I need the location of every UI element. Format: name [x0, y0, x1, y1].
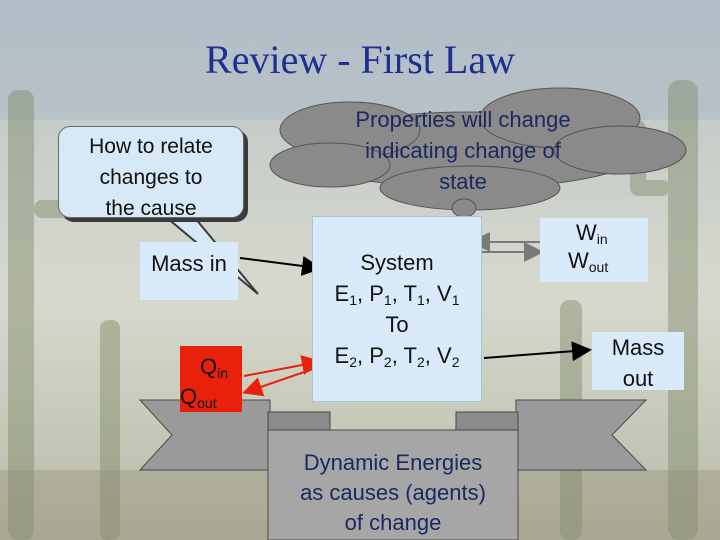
mass-out-line-1: Mass — [611, 335, 665, 360]
q-in-label: Qin — [200, 354, 229, 381]
cloud-text: Properties will change indicating change… — [318, 104, 608, 197]
system-state-2: E2, P2, T2, V2 — [334, 343, 460, 370]
system-box: System E1, P1, T1, V1 To E2, P2, T2, V2 — [312, 216, 482, 402]
banner-line-1: Dynamic Energies — [303, 450, 483, 475]
cloud-line-3: state — [439, 169, 487, 194]
w-out-label: Wout — [568, 248, 609, 275]
cause-callout: How to relate changes to the cause — [58, 126, 244, 220]
mass-out-line-2: out — [622, 366, 654, 391]
system-state-1: E1, P1, T1, V1 — [334, 281, 460, 308]
mass-in-arrow — [239, 256, 322, 276]
heat-out-arrow — [242, 367, 317, 397]
system-heading: System — [360, 250, 434, 275]
banner-line-2: as causes (agents) — [300, 480, 486, 505]
mass-out-box: Mass out — [592, 332, 684, 391]
heat-box: Qin Qout — [180, 346, 242, 412]
mass-in-box: Mass in — [140, 242, 238, 300]
cloud-line-1: Properties will change — [355, 107, 571, 132]
w-in-label: Win — [576, 220, 608, 247]
system-to-label: To — [385, 312, 409, 337]
mass-out-arrow — [483, 341, 592, 362]
slide-title: Review - First Law — [205, 37, 515, 82]
mass-in-label: Mass in — [151, 251, 227, 276]
callout-line-1: How to relate — [89, 135, 213, 158]
callout-line-3: the cause — [105, 197, 197, 220]
work-box: Win Wout — [540, 218, 648, 282]
heat-in-arrow — [243, 355, 322, 377]
banner-line-3: of change — [344, 510, 442, 535]
callout-line-2: changes to — [99, 166, 203, 189]
q-out-label: Qout — [180, 384, 217, 411]
cloud-line-2: indicating change of — [365, 138, 561, 163]
banner-text: Dynamic Energies as causes (agents) of c… — [270, 448, 516, 538]
